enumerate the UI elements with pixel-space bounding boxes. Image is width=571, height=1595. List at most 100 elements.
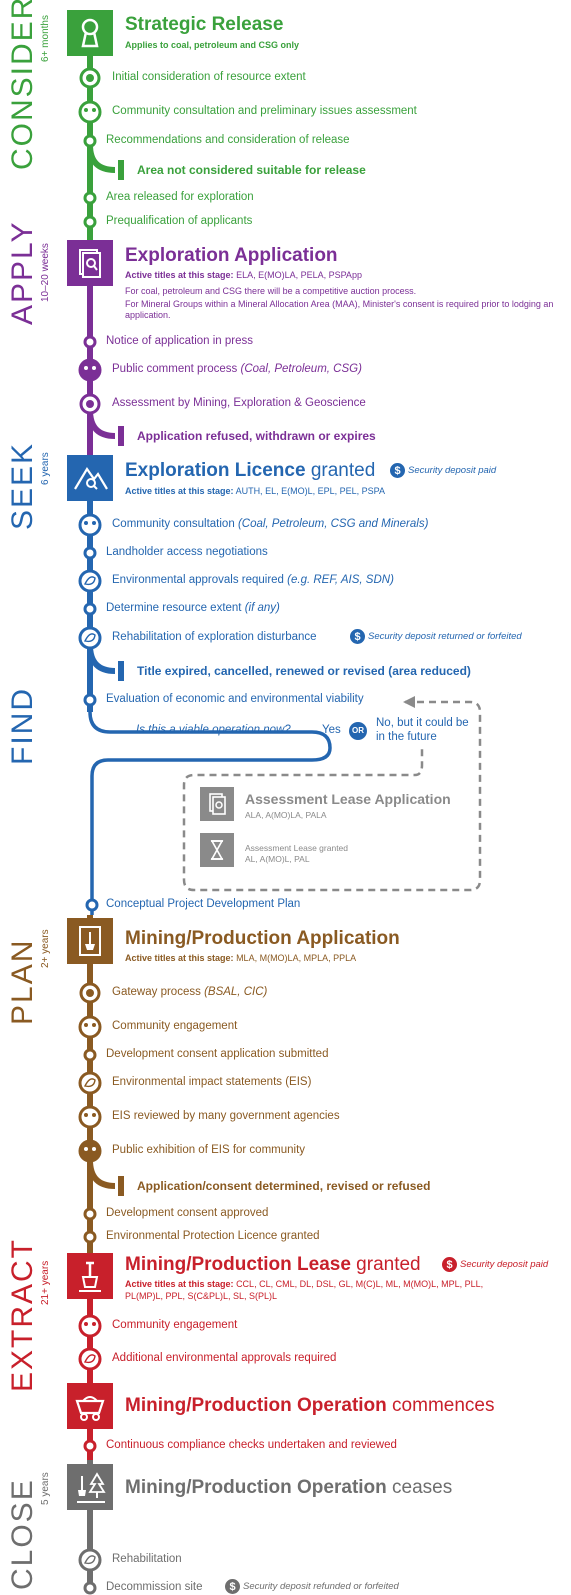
community-icon bbox=[78, 1015, 102, 1039]
question-text: Is this a viable operation now? bbox=[136, 724, 291, 736]
consider-title: Strategic Release bbox=[125, 14, 284, 35]
item-text: Community consultation bbox=[112, 518, 235, 530]
apply-title: Exploration Application bbox=[125, 245, 338, 266]
item-note: (e.g. REF, AIS, SDN) bbox=[287, 574, 394, 586]
apply-item-1: Notice of application in press bbox=[106, 335, 254, 347]
title-light: commences bbox=[386, 1395, 495, 1416]
title-light: granted bbox=[350, 1254, 421, 1275]
plan-title: Mining/Production Application bbox=[125, 928, 400, 949]
seek-item-5-deposit: $Security deposit returned or forfeited bbox=[350, 629, 522, 644]
plan-item-7: Development consent approved bbox=[106, 1207, 269, 1219]
seek-item-4: Determine resource extent (if any) bbox=[106, 602, 280, 614]
assessment-lease-app-icon bbox=[200, 787, 234, 821]
community-icon bbox=[78, 100, 102, 124]
dollar-icon: $ bbox=[390, 463, 405, 478]
plan-item-6: Public exhibition of EIS for community bbox=[112, 1144, 306, 1156]
consider-item-3: Recommendations and consideration of rel… bbox=[106, 134, 350, 146]
active-label: Active titles at this stage: bbox=[125, 1279, 234, 1289]
or-badge: OR bbox=[349, 722, 367, 740]
item-text: Determine resource extent bbox=[106, 602, 242, 614]
tree-shovel-icon bbox=[67, 1464, 113, 1510]
item-text: Environmental approvals required bbox=[112, 574, 284, 586]
close-item-2: Decommission site bbox=[106, 1581, 203, 1593]
title-bold: Mining/Production Operation bbox=[125, 1477, 387, 1498]
plan-active-titles: Active titles at this stage: MLA, M(MO)L… bbox=[125, 953, 356, 963]
operation-item: Continuous compliance checks undertaken … bbox=[106, 1439, 397, 1451]
deposit-text: Security deposit paid bbox=[408, 465, 497, 476]
close-item-1: Rehabilitation bbox=[112, 1553, 182, 1565]
shovel-document-icon bbox=[67, 918, 113, 964]
dollar-icon: $ bbox=[442, 1257, 457, 1272]
deposit-text: Security deposit returned or forfeited bbox=[368, 631, 522, 642]
extract-active-titles: Active titles at this stage: CCL, CL, CM… bbox=[125, 1279, 483, 1289]
mine-cart-icon bbox=[67, 1383, 113, 1429]
extract-title: Mining/Production Lease granted bbox=[125, 1254, 421, 1276]
plan-item-4: Environmental impact statements (EIS) bbox=[112, 1076, 312, 1088]
dollar-icon: $ bbox=[350, 629, 365, 644]
seek-active-titles: Active titles at this stage: AUTH, EL, E… bbox=[125, 486, 385, 496]
active-titles: CCL, CL, CML, DL, DSL, GL, M(C)L, ML, M(… bbox=[236, 1279, 484, 1289]
close-title: Mining/Production Operation ceases bbox=[125, 1477, 452, 1499]
community-icon bbox=[78, 1105, 102, 1129]
plan-item-2: Community engagement bbox=[112, 1020, 238, 1032]
leaf-icon bbox=[78, 1071, 102, 1095]
apply-item-3: Assessment by Mining, Exploration & Geos… bbox=[112, 397, 366, 409]
keyhole-icon bbox=[67, 10, 113, 56]
plan-exit: Application/consent determined, revised … bbox=[137, 1179, 431, 1193]
find-no: No, but it could be in the future bbox=[376, 717, 469, 743]
title-light: ceases bbox=[386, 1477, 453, 1498]
active-titles: MLA, M(MO)LA, MPLA, PPLA bbox=[236, 953, 357, 963]
plan-item-1: Gateway process (BSAL, CIC) bbox=[112, 986, 267, 998]
seek-title: Exploration Licence granted bbox=[125, 460, 375, 482]
find-question: Is this a viable operation now? bbox=[136, 724, 291, 736]
leaf-icon bbox=[78, 1347, 102, 1371]
consider-item-4: Area released for exploration bbox=[106, 191, 254, 203]
apply-exit: Application refused, withdrawn or expire… bbox=[137, 429, 376, 443]
assessment-lease-app-titles: ALA, A(MO)LA, PALA bbox=[245, 810, 327, 820]
apply-item-2: Public comment process (Coal, Petroleum,… bbox=[112, 363, 362, 375]
active-titles: AUTH, EL, E(MO)L, EPL, PEL, PSPA bbox=[235, 486, 385, 496]
seek-item-3: Environmental approvals required (e.g. R… bbox=[112, 574, 394, 586]
find-yes: Yes bbox=[322, 724, 341, 736]
plan-item-3: Development consent application submitte… bbox=[106, 1048, 329, 1060]
item-note: (if any) bbox=[244, 602, 280, 614]
item-note: (BSAL, CIC) bbox=[204, 986, 268, 998]
close-item-2-deposit: $Security deposit refunded or forfeited bbox=[225, 1579, 399, 1594]
plan-pre-item: Conceptual Project Development Plan bbox=[106, 898, 301, 910]
active-label: Active titles at this stage: bbox=[125, 486, 234, 496]
leaf-icon bbox=[78, 569, 102, 593]
seek-item-2: Landholder access negotiations bbox=[106, 546, 268, 558]
consider-item-5: Prequalification of applicants bbox=[106, 215, 253, 227]
extract-item-2: Additional environmental approvals requi… bbox=[112, 1352, 337, 1364]
extract-active-titles-2: PL(MP)L, PPL, S(C&PL)L, SL, S(PL)L bbox=[125, 1291, 278, 1301]
assessment-lease-granted: Assessment Lease granted bbox=[245, 843, 349, 853]
community-icon bbox=[78, 1314, 102, 1338]
hourglass-icon bbox=[200, 833, 234, 867]
extract-deposit: $Security deposit paid bbox=[442, 1257, 548, 1272]
active-titles: ELA, E(MO)LA, PELA, PSPApp bbox=[236, 270, 362, 280]
consider-item-1: Initial consideration of resource extent bbox=[112, 71, 306, 83]
seek-deposit: $Security deposit paid bbox=[390, 463, 496, 478]
apply-active-titles: Active titles at this stage: ELA, E(MO)L… bbox=[125, 270, 362, 280]
extract-item-1: Community engagement bbox=[112, 1319, 238, 1331]
active-label: Active titles at this stage: bbox=[125, 270, 234, 280]
deposit-text: Security deposit paid bbox=[460, 1259, 549, 1270]
active-label: Active titles at this stage: bbox=[125, 953, 234, 963]
leaf-icon bbox=[78, 626, 102, 650]
title-bold: Exploration Licence bbox=[125, 460, 306, 481]
consider-exit: Area not considered suitable for release bbox=[137, 163, 366, 177]
document-search-icon bbox=[67, 240, 113, 286]
seek-item-5: Rehabilitation of exploration disturbanc… bbox=[112, 631, 317, 643]
item-text: Gateway process bbox=[112, 986, 201, 998]
community-icon bbox=[78, 358, 102, 382]
operation-commences-title: Mining/Production Operation commences bbox=[125, 1395, 494, 1417]
find-item-1: Evaluation of economic and environmental… bbox=[106, 693, 364, 705]
apply-note-2: For Mineral Groups within a Mineral Allo… bbox=[125, 299, 554, 320]
community-icon bbox=[78, 1139, 102, 1163]
consider-subtitle: Applies to coal, petroleum and CSG only bbox=[125, 40, 300, 50]
item-note: (Coal, Petroleum, CSG) bbox=[240, 363, 362, 375]
assessment-lease-granted-titles: AL, A(MO)L, PAL bbox=[245, 854, 310, 864]
community-icon bbox=[78, 513, 102, 537]
mountain-search-icon bbox=[67, 455, 113, 501]
